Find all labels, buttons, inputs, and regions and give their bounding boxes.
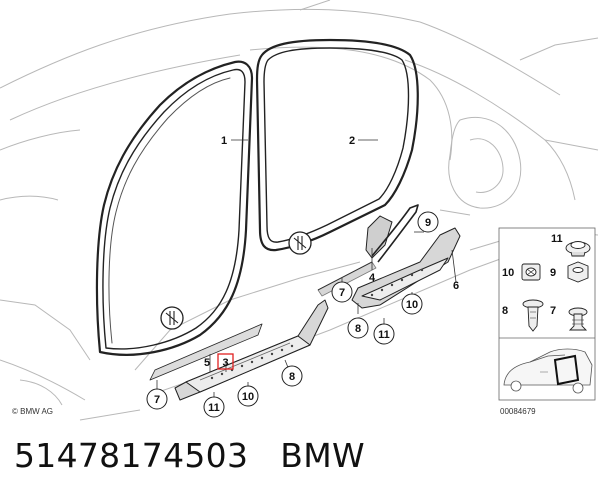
fastener-legend: 11 10 9 8 7 [498, 227, 596, 416]
callout-circle-9 [417, 211, 439, 233]
callout-4: 4 [369, 272, 376, 284]
callout-5: 5 [204, 357, 210, 369]
callout-circle-11b [203, 396, 225, 418]
callout-1: 1 [221, 135, 227, 147]
tree-clip-icon [568, 307, 588, 331]
part-caption: 51478174503 BMW [14, 436, 594, 492]
callout-7a: 7 [339, 287, 345, 299]
drawing-number: 00084679 [500, 407, 536, 416]
callout-8b: 8 [289, 371, 295, 383]
front-sill-trim [149, 299, 329, 401]
highlight-box-part-3 [217, 353, 234, 370]
legend-label-7: 7 [550, 305, 556, 317]
callout-circle-7b [146, 388, 168, 410]
callout-circle-8a [347, 317, 369, 339]
legend-label-10: 10 [502, 267, 514, 279]
callout-11b: 11 [208, 402, 220, 414]
parts-diagram: 1 2 4 6 9 7 8 11 10 5 3 8 7 11 10 © BMW … [0, 0, 599, 421]
callout-10a: 10 [406, 299, 418, 311]
square-clip-icon [521, 263, 541, 281]
callout-10b: 10 [242, 391, 254, 403]
brand-name: BMW [280, 436, 365, 475]
callout-2: 2 [349, 135, 355, 147]
part-number: 51478174503 [14, 436, 249, 475]
clip-icon [160, 231, 312, 330]
legend-label-8: 8 [502, 305, 508, 317]
rivet-cap-icon [565, 241, 591, 257]
callout-circle-10b [237, 385, 259, 407]
copyright-text: © BMW AG [12, 407, 53, 416]
callout-circle-7a [331, 281, 353, 303]
callout-7b: 7 [154, 394, 160, 406]
callout-circle-8b [281, 365, 303, 387]
push-nut-icon [567, 261, 589, 283]
front-door-seal [95, 60, 254, 356]
rear-sill-trim [317, 204, 461, 309]
legend-label-11: 11 [551, 233, 563, 245]
rear-door-seal [255, 38, 419, 252]
callout-markers [146, 211, 439, 418]
callout-circle-11a [373, 323, 395, 345]
callout-6: 6 [453, 280, 459, 292]
legend-label-9: 9 [550, 267, 556, 279]
expanding-rivet-icon [522, 299, 544, 332]
car-thumbnail-icon [503, 348, 593, 394]
callout-11a: 11 [378, 329, 390, 341]
callout-9: 9 [425, 217, 431, 229]
callout-3: 3 [222, 357, 228, 369]
callout-circle-10a [401, 293, 423, 315]
callout-8a: 8 [355, 323, 361, 335]
